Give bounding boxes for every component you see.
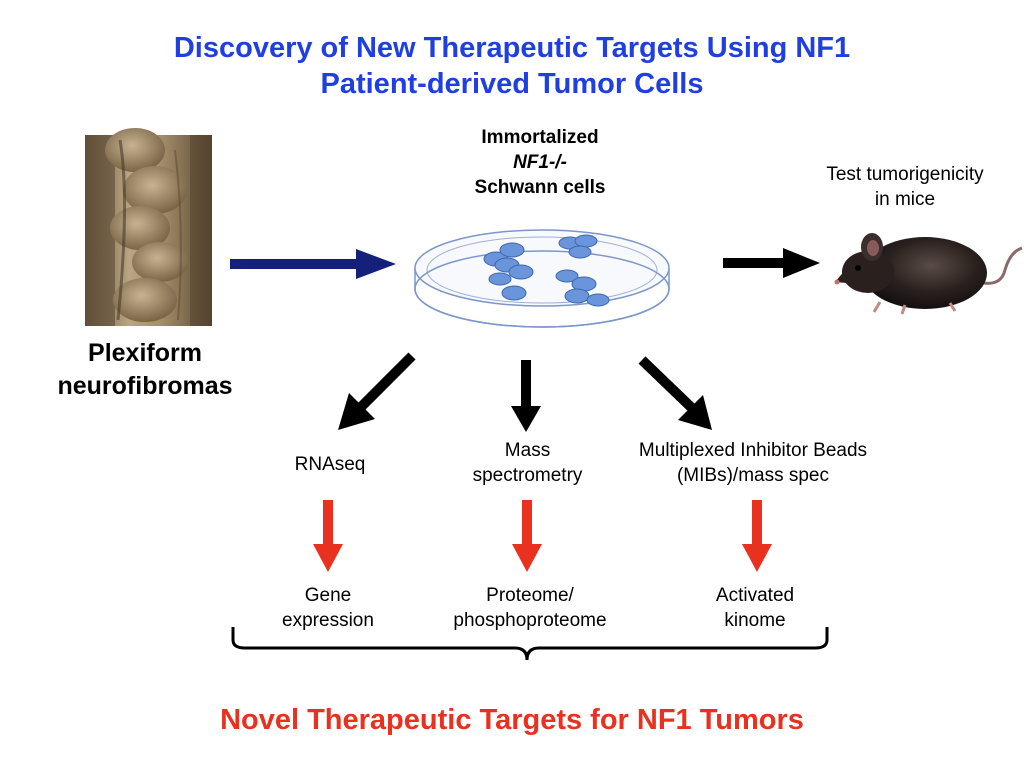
result-kinome-line-1: Activated: [715, 585, 795, 606]
plexiform-label-line-1: Plexiform: [88, 339, 202, 367]
result-proteome: Proteome/ phosphoproteome: [425, 583, 635, 633]
curly-brace: [231, 627, 829, 661]
plexiform-label: Plexiform neurofibromas: [25, 337, 265, 403]
mouse-icon: [834, 233, 1023, 315]
result-proteome-line-1: Proteome/: [486, 585, 574, 606]
schwann-cells-icon: [483, 234, 610, 307]
slide-title: Discovery of New Therapeutic Targets Usi…: [0, 30, 1024, 102]
mice-label-line-2: in mice: [874, 189, 936, 210]
petri-dish-icon: [414, 229, 670, 328]
result-gene-expression: Gene expression: [253, 583, 403, 633]
result-gene-line-1: Gene: [304, 585, 352, 606]
red-arrow-mass-spec: [512, 500, 542, 572]
arrow-to-rnaseq: [338, 352, 416, 430]
arrow-cells-to-mice: [723, 248, 820, 278]
method-mibs-line-1: Multiplexed Inhibitor Beads: [638, 440, 868, 461]
title-line-1: Discovery of New Therapeutic Targets Usi…: [173, 32, 851, 64]
arrow-tumor-to-cells: [230, 249, 396, 279]
method-mass-spectrometry: Mass spectrometry: [440, 438, 615, 488]
red-arrow-rnaseq: [313, 500, 343, 572]
method-rnaseq: RNAseq: [260, 452, 400, 477]
arrow-to-mibs: [638, 356, 712, 430]
mice-label: Test tumorigenicity in mice: [790, 162, 1020, 212]
plexiform-label-line-2: neurofibromas: [57, 372, 233, 400]
method-mass-spec-line-2: spectrometry: [472, 465, 583, 486]
method-mass-spec-line-1: Mass: [504, 440, 551, 461]
cells-label-line-2: NF1-/-: [513, 152, 567, 173]
plexiform-neurofibroma-photo: [85, 128, 212, 326]
cells-label-line-3: Schwann cells: [474, 177, 606, 198]
red-arrow-mibs: [742, 500, 772, 572]
result-kinome-line-2: kinome: [724, 610, 786, 631]
result-proteome-line-2: phosphoproteome: [453, 610, 607, 631]
method-rnaseq-line-1: RNAseq: [294, 454, 366, 475]
result-gene-line-2: expression: [282, 610, 374, 631]
cells-label: Immortalized NF1-/- Schwann cells: [420, 125, 660, 200]
arrow-to-mass-spec: [511, 360, 541, 432]
conclusion-text: Novel Therapeutic Targets for NF1 Tumors: [220, 704, 804, 736]
method-mibs: Multiplexed Inhibitor Beads (MIBs)/mass …: [608, 438, 898, 488]
mice-label-line-1: Test tumorigenicity: [826, 164, 984, 185]
method-mibs-line-2: (MIBs)/mass spec: [676, 465, 830, 486]
title-line-2: Patient-derived Tumor Cells: [320, 68, 704, 100]
result-kinome: Activated kinome: [680, 583, 830, 633]
cells-label-line-1: Immortalized: [481, 127, 599, 148]
